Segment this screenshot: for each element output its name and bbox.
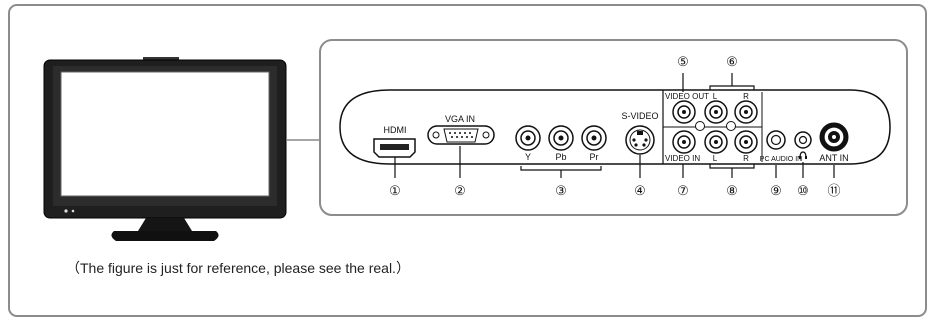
callout-7: ⑦ — [677, 183, 689, 198]
pb-label: Pb — [555, 152, 566, 162]
vga-port — [427, 125, 495, 145]
pr-label: Pr — [590, 152, 599, 162]
jack-audio-in-l — [704, 130, 728, 154]
callout-6: ⑥ — [726, 54, 738, 69]
callout-4: ④ — [634, 183, 646, 198]
y-label: Y — [525, 152, 531, 162]
jack-audio-out-r — [734, 100, 758, 124]
tv-neck — [138, 218, 192, 231]
video-out-label: VIDEO OUT — [665, 92, 709, 101]
tv-base — [111, 231, 219, 241]
ant-in-label: ANT IN — [819, 153, 848, 163]
jack-pb — [548, 125, 574, 151]
jack-video-out — [672, 100, 696, 124]
headphone-icon — [799, 151, 807, 159]
audio-in-r-label: R — [743, 154, 749, 163]
leader-lines — [394, 73, 835, 178]
video-in-label: VIDEO IN — [665, 154, 700, 163]
jack-audio-in-r — [734, 130, 758, 154]
callout-3: ③ — [555, 183, 567, 198]
jack-video-in — [672, 130, 696, 154]
callout-2: ② — [454, 183, 466, 198]
audio-out-r-label: R — [743, 92, 749, 101]
callout-8: ⑧ — [726, 183, 738, 198]
callout-5: ⑤ — [677, 54, 689, 69]
jack-pr — [581, 125, 607, 151]
s-video-port — [625, 125, 655, 155]
jack-y — [515, 125, 541, 151]
audio-out-l-label: L — [713, 92, 718, 101]
audio-in-l-label: L — [713, 154, 718, 163]
callout-11: ⑪ — [827, 183, 840, 198]
reference-caption: （The figure is just for reference, pleas… — [66, 260, 410, 276]
power-led — [64, 209, 68, 213]
vga-label: VGA IN — [445, 114, 475, 124]
tv-illustration — [43, 57, 287, 241]
tv-screen — [60, 71, 270, 197]
antenna-port — [819, 122, 849, 152]
rear-panel — [339, 89, 891, 165]
callout-1: ① — [389, 183, 401, 198]
callout-9: ⑨ — [770, 183, 782, 198]
s-video-label: S-VIDEO — [621, 111, 658, 121]
jack-audio-out-l — [704, 100, 728, 124]
hdmi-label: HDMI — [384, 125, 407, 135]
callout-10: ⑩ — [797, 183, 809, 198]
panel-frame — [319, 39, 908, 216]
headphone-jack — [794, 131, 812, 149]
av-jack-block — [662, 90, 763, 164]
pc-audio-in-label: PC AUDIO IN — [760, 156, 802, 163]
jack-pc-audio-in — [766, 130, 786, 150]
outer-frame — [8, 4, 927, 317]
